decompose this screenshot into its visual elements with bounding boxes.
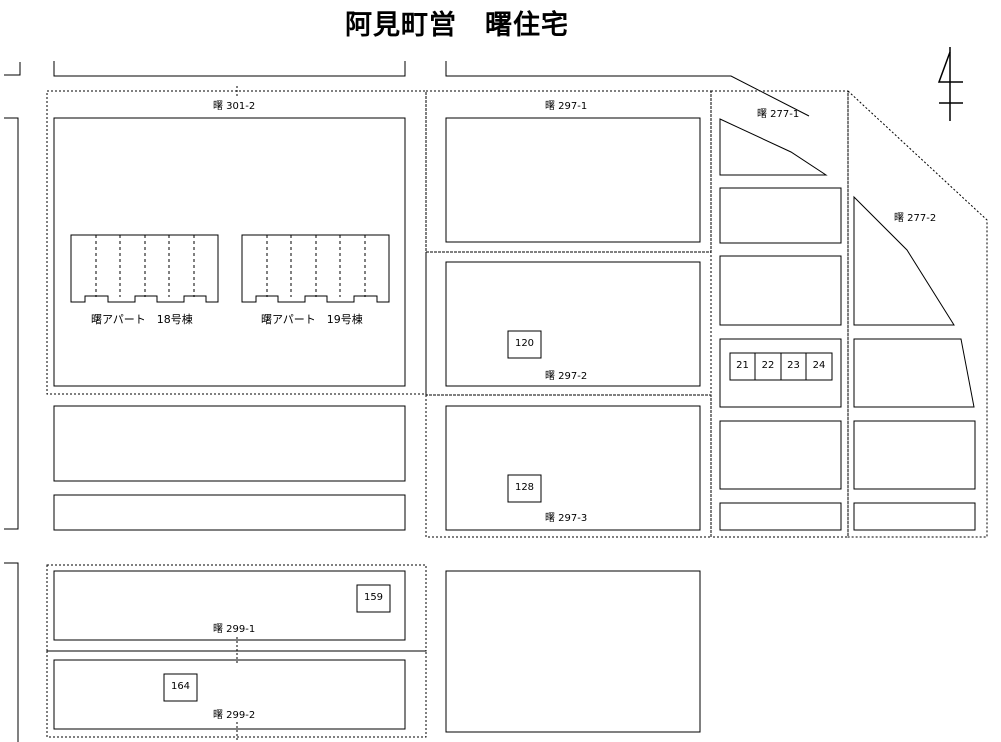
north-arrow-icon bbox=[937, 47, 963, 121]
block-277-1-c bbox=[719, 338, 842, 408]
road-edge-left-2 bbox=[4, 562, 19, 742]
apartment-18-outline bbox=[70, 234, 219, 303]
block-277-2-c bbox=[853, 502, 976, 531]
building-label-19: 曙アパート 19号棟 bbox=[261, 313, 363, 326]
lot-label-299-1: 曙 299-1 bbox=[213, 624, 256, 635]
block-297-1 bbox=[445, 117, 701, 243]
block-297-2 bbox=[445, 261, 701, 387]
lot-label-297-1: 曙 297-1 bbox=[545, 101, 588, 112]
block-top-left bbox=[53, 61, 406, 77]
unit-number-120: 120 bbox=[514, 338, 535, 349]
lot-label-297-2: 曙 297-2 bbox=[545, 371, 588, 382]
block-299-2 bbox=[53, 659, 406, 730]
lot-boundary-277-2 bbox=[847, 89, 988, 538]
block-277-2-b bbox=[853, 420, 976, 490]
block-277-1-a bbox=[719, 187, 842, 244]
block-301-2 bbox=[53, 117, 406, 387]
block-277-2-triangle bbox=[853, 195, 955, 326]
unit-number-21: 21 bbox=[736, 360, 749, 371]
lot-boundary-301-2 bbox=[46, 90, 427, 395]
apartment-19-outline bbox=[241, 234, 390, 303]
unit-box-164 bbox=[163, 673, 198, 702]
block-277-1-d bbox=[719, 420, 842, 490]
lot-boundary-299-2 bbox=[46, 650, 427, 738]
road-edge-left-1 bbox=[4, 117, 19, 530]
unit-number-164: 164 bbox=[170, 681, 191, 692]
block-left-lower bbox=[53, 494, 406, 531]
unit-box-159 bbox=[356, 584, 391, 613]
lot-label-297-3: 曙 297-3 bbox=[545, 513, 588, 524]
page-title: 阿見町営 曙住宅 bbox=[345, 10, 569, 41]
lot-boundary-277-1 bbox=[710, 90, 849, 538]
lot-label-299-2: 曙 299-2 bbox=[213, 710, 256, 721]
unit-box-128 bbox=[507, 474, 542, 503]
lot-boundary-297-3 bbox=[425, 394, 712, 538]
unit-number-128: 128 bbox=[514, 482, 535, 493]
unit-number-23: 23 bbox=[787, 360, 800, 371]
block-bottom-center bbox=[445, 570, 701, 733]
unit-number-22: 22 bbox=[761, 360, 775, 371]
block-277-1-b bbox=[719, 255, 842, 326]
lot-label-277-1: 曙 277-1 bbox=[757, 109, 800, 120]
unit-number-159: 159 bbox=[363, 592, 384, 603]
lot-label-301-2: 曙 301-2 bbox=[213, 101, 256, 112]
block-277-2-a bbox=[853, 338, 975, 408]
lot-boundary-297-1 bbox=[425, 90, 712, 253]
block-left-middle bbox=[53, 405, 406, 482]
unit-box-120 bbox=[507, 330, 542, 359]
block-277-1-triangle bbox=[719, 118, 828, 176]
lot-boundary-299-1 bbox=[46, 564, 427, 652]
unit-dividers-21-24 bbox=[754, 353, 807, 380]
building-label-18: 曙アパート 18号棟 bbox=[91, 313, 193, 326]
block-277-1-e bbox=[719, 502, 842, 531]
block-297-3 bbox=[445, 405, 701, 531]
block-299-1 bbox=[53, 570, 406, 641]
road-edge-top-left bbox=[4, 62, 21, 76]
block-top-right bbox=[445, 61, 810, 117]
unit-number-24: 24 bbox=[812, 360, 826, 371]
lot-label-277-2: 曙 277-2 bbox=[894, 213, 937, 224]
